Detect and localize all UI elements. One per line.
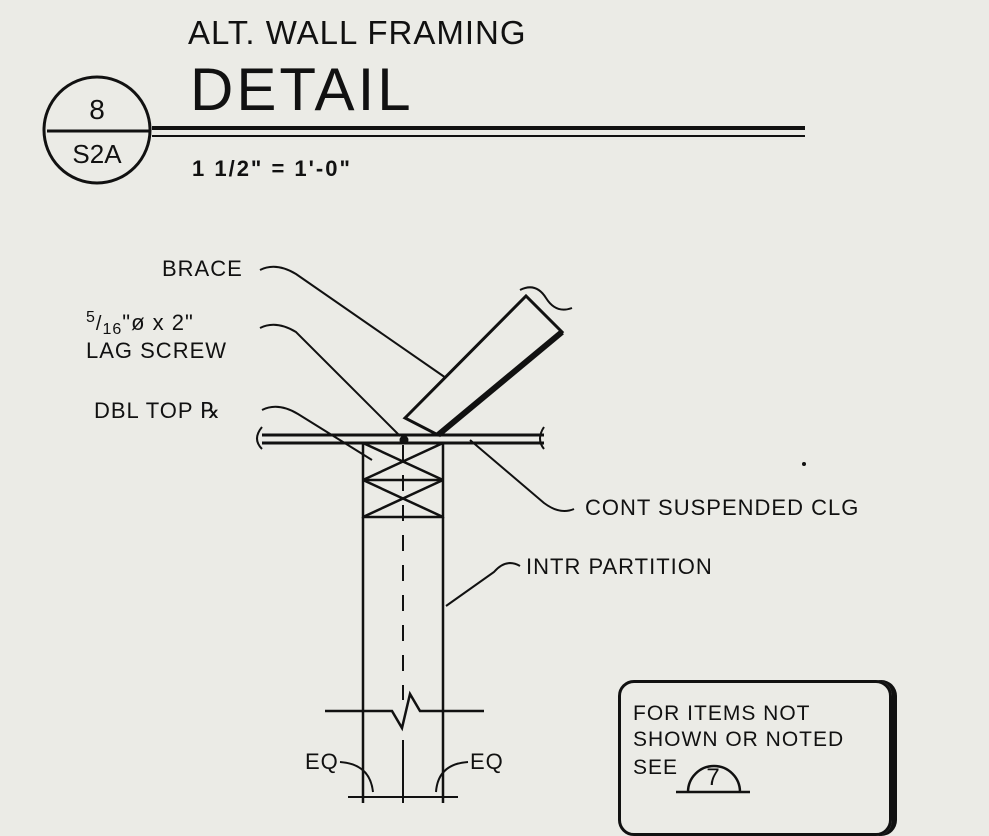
detail-title: DETAIL xyxy=(190,56,414,123)
detail-scale: 1 1/2" = 1'-0" xyxy=(192,156,352,181)
eq-dimension xyxy=(339,740,469,803)
note-line-2: SHOWN OR NOTED xyxy=(633,728,845,751)
detail-linework xyxy=(42,75,806,803)
leader-lines xyxy=(259,265,575,607)
lag-name: LAG SCREW xyxy=(86,338,228,363)
drawing-sheet: ALT. WALL FRAMING DETAIL 1 1/2" = 1'-0" … xyxy=(42,14,892,836)
drawing-speck xyxy=(802,462,806,466)
title-underline xyxy=(152,126,805,137)
lag-fraction-den: 16 xyxy=(102,321,123,338)
label-eq-left: EQ xyxy=(305,749,339,774)
lag-size: "ø x 2" xyxy=(122,310,194,335)
label-eq-right: EQ xyxy=(470,749,504,774)
label-suspended-ceiling: CONT SUSPENDED CLG xyxy=(585,495,860,520)
detail-subtitle: ALT. WALL FRAMING xyxy=(188,14,527,51)
note-reference-bubble xyxy=(676,764,750,794)
detail-number: 8 xyxy=(89,94,105,125)
note-line-3: SEE xyxy=(633,756,679,779)
note-ref-number: 7 xyxy=(706,764,720,791)
break-line xyxy=(325,690,484,732)
lag-screw xyxy=(399,435,409,445)
label-dbl-top-plate: DBL TOP ℞ xyxy=(94,398,221,423)
label-interior-partition: INTR PARTITION xyxy=(526,554,713,579)
note-box: FOR ITEMS NOT SHOWN OR NOTED SEE xyxy=(618,680,892,836)
detail-sheet-ref: S2A xyxy=(72,139,122,169)
label-brace: BRACE xyxy=(162,256,243,281)
note-line-1: FOR ITEMS NOT xyxy=(633,702,811,725)
diagonal-brace xyxy=(402,286,573,438)
lag-fraction-num: 5 xyxy=(86,309,96,326)
label-lag-screw: 5/16"ø x 2" LAG SCREW xyxy=(86,309,228,363)
detail-bubble-circle xyxy=(42,75,152,185)
